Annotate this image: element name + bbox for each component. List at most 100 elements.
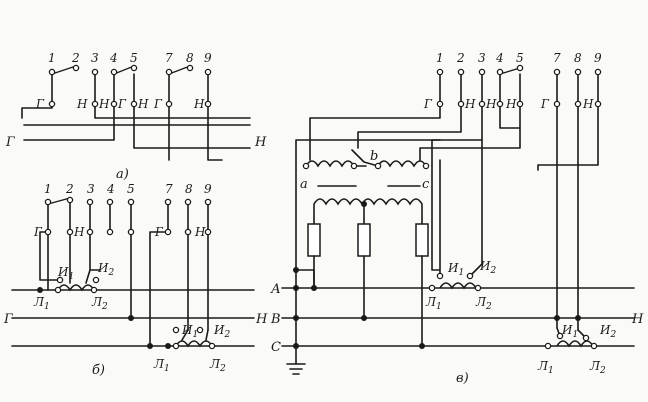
- diagram-c: 1 2 3 4 5 7 8 9: [270, 51, 644, 386]
- terminal-jumper: [47, 197, 71, 205]
- terminal-number: 8: [186, 51, 194, 65]
- terminal-mark: Н: [73, 225, 85, 239]
- line-conductors: [23, 107, 251, 126]
- terminal-row: [302, 64, 602, 350]
- bus-lines: [281, 287, 635, 347]
- terminal-number: 5: [130, 51, 138, 65]
- terminal-number: 5: [127, 182, 135, 196]
- terminal-number: 9: [204, 51, 212, 65]
- coil-terminal-label: И1: [57, 265, 74, 282]
- line-terminal-label: Л2: [589, 359, 606, 376]
- resistor: [357, 223, 371, 257]
- terminal-mark: Н: [76, 97, 88, 111]
- current-coil: [439, 282, 477, 290]
- terminal-number: 1: [436, 51, 444, 65]
- voltage-coil: [305, 160, 355, 168]
- line-terminal-label: Л2: [475, 295, 492, 312]
- terminal-number: 4: [495, 51, 504, 65]
- terminal-mark: Г: [154, 225, 164, 239]
- terminal-mark: Н: [485, 97, 497, 111]
- resistor-leads: [313, 203, 423, 225]
- terminal-number: 3: [87, 182, 95, 196]
- junction-dots: [293, 201, 581, 349]
- line-terminal-label: Л1: [425, 295, 442, 312]
- terminal-mark: Г: [540, 97, 550, 111]
- diagram-caption: а): [116, 167, 129, 182]
- coil-terminal-label: И2: [213, 323, 230, 340]
- terminal-number: 3: [478, 51, 486, 65]
- terminal-number: 1: [48, 51, 56, 65]
- terminal-number: 2: [456, 51, 465, 65]
- current-coil: [175, 340, 213, 348]
- terminal-mark: Н: [505, 97, 517, 111]
- terminal-mark: Г: [33, 225, 43, 239]
- coil-leads: [431, 139, 483, 277]
- neutral-conductor: [133, 107, 251, 149]
- terminal-mark: Г: [35, 97, 45, 111]
- diagram-b: 1 2 3 4 5 7 8 9: [3, 182, 268, 378]
- line-label-left: Г: [5, 135, 15, 150]
- terminal-number: 7: [165, 182, 173, 196]
- ground-icon: [286, 363, 306, 375]
- coil-terminal-label: И2: [599, 323, 616, 340]
- terminal-mark: Г: [117, 97, 127, 111]
- terminal-number: 1: [44, 182, 52, 196]
- terminal-jumper: [51, 65, 191, 75]
- junction-dots: [37, 287, 171, 349]
- line-terminal-label: Л1: [153, 357, 170, 374]
- terminal-number: 2: [71, 51, 80, 65]
- terminal-mark: Н: [193, 97, 205, 111]
- terminal-mark: Н: [582, 97, 594, 111]
- coil-terminal-label: И2: [479, 259, 496, 276]
- coil-terminal-label: И2: [97, 261, 114, 278]
- line-terminal-label: Л2: [209, 357, 226, 374]
- bus-label: С: [271, 340, 281, 355]
- phase-label: а: [300, 177, 308, 192]
- terminal-mark: Г: [153, 97, 163, 111]
- terminal-number: 3: [91, 51, 99, 65]
- diagram-a: 1 2 3 4 5 7 8 9 Г Н Н Г Н Г Н Г Н: [5, 51, 267, 182]
- terminal-mark: Г: [423, 97, 433, 111]
- meter-wiring: [21, 73, 223, 161]
- terminal-number: 7: [165, 51, 173, 65]
- terminal-number: 8: [185, 182, 193, 196]
- ground-conductor: [295, 139, 441, 365]
- resistor-leads: [313, 255, 423, 347]
- bus-label-right: Н: [631, 312, 644, 327]
- terminal-row: [44, 196, 216, 350]
- coil-leads: [47, 231, 91, 291]
- current-coil: [57, 284, 95, 292]
- terminal-row: [48, 64, 212, 108]
- terminal-jumper: [499, 67, 521, 75]
- line-terminal-label: Л1: [33, 295, 50, 312]
- terminal-number: 8: [574, 51, 582, 65]
- terminal-mark: Н: [137, 97, 149, 111]
- diagram-caption: б): [92, 363, 105, 378]
- line-label-right: Н: [254, 135, 267, 150]
- line-terminal-label: Л1: [537, 359, 554, 376]
- voltage-coil: [377, 160, 427, 168]
- terminal-mark: Н: [194, 225, 206, 239]
- coil-terminal-label: И1: [181, 323, 198, 340]
- line-label-right: Н: [255, 312, 268, 327]
- terminal-number: 9: [204, 182, 212, 196]
- resistor: [307, 223, 321, 257]
- bus-label: А: [270, 282, 281, 297]
- terminal-number: 2: [65, 182, 74, 196]
- coil-leads: [181, 329, 209, 341]
- terminal-mark: Н: [464, 97, 476, 111]
- phase-label: b: [370, 149, 378, 164]
- series-coil: [313, 198, 423, 206]
- jumper: [295, 269, 315, 289]
- coil-terminal-label: И1: [447, 261, 464, 278]
- bus-label: В: [270, 312, 281, 327]
- line-label-left: Г: [3, 312, 13, 327]
- terminal-number: 7: [553, 51, 561, 65]
- terminal-number: 5: [516, 51, 524, 65]
- terminal-number: 4: [106, 182, 115, 196]
- terminal-mark: Н: [98, 97, 110, 111]
- phase-label: с: [422, 177, 430, 192]
- resistor: [415, 223, 429, 257]
